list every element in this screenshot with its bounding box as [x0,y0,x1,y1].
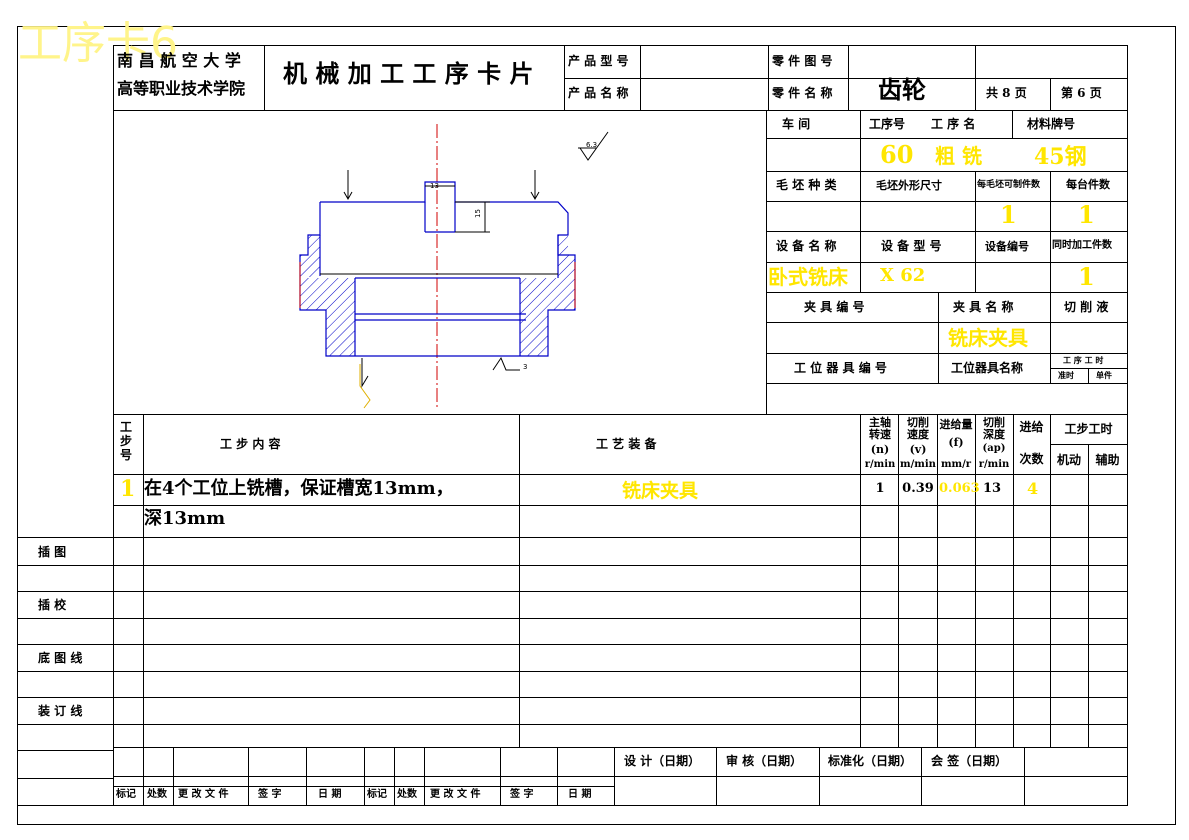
side-base-line-label: 底 图 线 [38,651,83,665]
speed-header-l1: 切削 [907,416,929,429]
footer-standard-label: 标准化（日期） [828,754,913,768]
parts-per-blank-value: 1 [1000,200,1017,229]
equipment-model-label: 设 备 型 号 [881,239,942,253]
spindle-header-l1: 主轴 [869,416,891,429]
process-name-value: 粗 铣 [935,144,982,168]
footer-count-2: 处数 [397,789,417,800]
step-content-header: 工 步 内 容 [220,437,281,451]
parts-per-blank-label: 每毛坯可制件数 [977,180,1041,190]
spindle-header-l2: 转速 [869,428,891,441]
roughness-top-label: 6.3 [586,141,597,149]
station-tool-no-label: 工 位 器 具 编 号 [794,361,887,375]
card-title: 机 械 加 工 工 序 卡 片 [283,59,534,88]
speed-header-l3: (v) [909,443,927,456]
gear-section-drawing: 13 15 6.3 3 [299,124,609,410]
feed-header-l1: 进给量 [939,418,973,431]
passes-header-l1: 进给 [1019,420,1044,434]
spindle-header-unit: r/min [864,459,896,470]
side-illustration-label: 插 图 [38,545,67,559]
footer-sign-label: 会 签（日期） [931,754,1008,768]
blank-size-label: 毛坯外形尺寸 [876,179,942,192]
step-1-spindle-speed: 1 [875,481,885,496]
page-number: 第 6 页 [1061,86,1102,100]
step-equipment-header: 工 艺 装 备 [596,437,657,451]
equipment-name-value: 卧式铣床 [768,265,848,289]
unit-time-label: 单件 [1096,370,1112,380]
station-tool-name-label: 工位器具名称 [951,361,1024,375]
fixture-name-label: 夹 具 名 称 [953,300,1014,314]
blank-type-label: 毛 坯 种 类 [776,178,837,192]
machine-time-header: 机动 [1056,453,1081,467]
step-1-content-line2: 深13mm [144,508,226,529]
watermark-title: 工序卡6 [18,18,178,69]
depth-header-unit: r/min [978,459,1010,470]
side-check-label: 插 校 [38,598,67,612]
roughness-bottom-label: 3 [523,363,527,371]
product-name-label: 产 品 名 称 [568,86,629,100]
process-time-label: 工 序 工 时 [1063,355,1104,365]
footer-mark-2: 标记 [367,789,387,800]
footer-signature-2: 签 字 [510,789,534,800]
dim-width-label: 13 [430,182,439,190]
depth-header-l3: (ap) [982,443,1006,454]
feed-header-unit: mm/r [940,459,972,470]
simultaneous-parts-value: 1 [1078,262,1095,291]
workshop-label: 车 间 [782,117,811,131]
footer-review-label: 审 核（日期） [726,754,803,768]
school-name-line1: 南 昌 航 空 大 学 [117,51,241,70]
equipment-name-label: 设 备 名 称 [776,239,837,253]
step-1-feed: 0.063 [939,481,980,496]
aux-time-header: 辅助 [1095,453,1120,467]
footer-design-label: 设 计（日期） [624,754,701,768]
footer-mark-1: 标记 [116,789,136,800]
equipment-model-value: X 62 [880,265,926,286]
footer-date-2: 日 期 [568,789,592,800]
footer-change-doc-2: 更 改 文 件 [430,789,481,800]
parts-per-machine-value: 1 [1078,200,1095,229]
total-pages: 共 8 页 [986,86,1027,100]
coolant-label: 切 削 液 [1064,300,1109,314]
depth-header-l2: 深度 [983,428,1005,441]
equipment-no-label: 设备编号 [985,240,1029,253]
material-value: 45钢 [1034,144,1087,170]
step-1-cutting-speed: 0.39 [902,481,934,496]
speed-header-unit: m/min [900,459,936,470]
parts-per-machine-label: 每台件数 [1066,178,1110,191]
process-no-value: 60 [880,140,914,169]
footer-count-1: 处数 [147,789,167,800]
step-1-content-line1: 在4个工位上铣槽，保证槽宽13mm， [144,478,454,499]
step-no-header: 工步号 [120,420,133,462]
spindle-header-l3: (n) [870,443,890,456]
part-drawing-no-label: 零 件 图 号 [772,54,833,68]
step-time-header: 工步工时 [1064,422,1113,436]
footer-change-doc-1: 更 改 文 件 [178,789,229,800]
school-name-line2: 高等职业技术学院 [117,79,246,98]
part-name-value: 齿轮 [878,75,926,104]
passes-header-l2: 次数 [1019,452,1044,466]
footer-date-1: 日 期 [318,789,342,800]
step-1-equipment: 铣床夹具 [622,480,699,502]
step-1-no: 1 [120,476,136,502]
material-label: 材料牌号 [1027,117,1076,131]
feed-header-l2: (f) [948,436,964,449]
step-1-depth: 13 [983,481,1002,496]
process-name-label: 工 序 名 [931,117,976,131]
dim-depth-label: 15 [474,209,482,218]
speed-header-l2: 速度 [907,428,929,441]
part-name-label: 零 件 名 称 [772,86,833,100]
prep-time-label: 准时 [1058,370,1074,380]
simultaneous-parts-label: 同时加工件数 [1052,240,1112,251]
footer-signature-1: 签 字 [258,789,282,800]
fixture-no-label: 夹 具 编 号 [804,300,865,314]
depth-header-l1: 切削 [983,416,1005,429]
side-binding-line-label: 装 订 线 [38,704,83,718]
fixture-name-value: 铣床夹具 [948,326,1028,350]
step-1-passes: 4 [1027,479,1039,498]
process-no-label: 工序号 [869,117,906,131]
product-model-label: 产 品 型 号 [568,54,629,68]
